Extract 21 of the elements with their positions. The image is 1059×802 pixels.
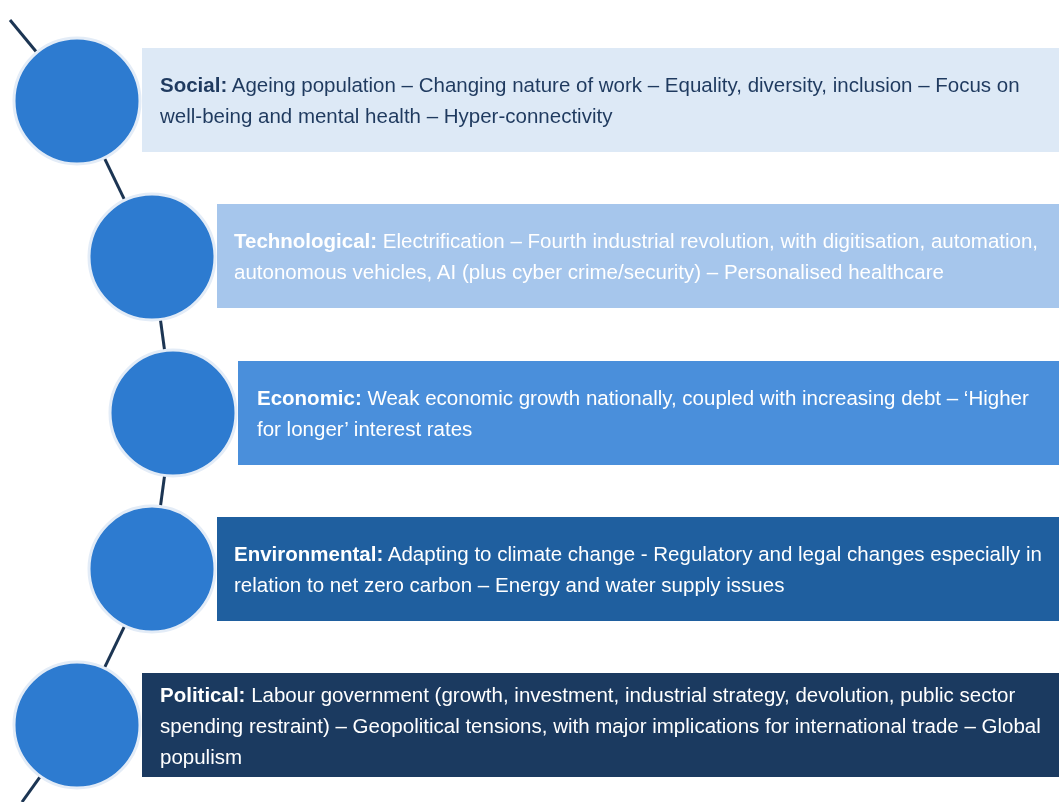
trend-description: Social: Ageing population – Changing nature of work – Equality, diversity, inclusion – Focus on well-being and mental health – Hyper-connectivity (160, 72, 1021, 129)
text-band (217, 517, 1059, 621)
text-band (142, 48, 1059, 152)
connector-line (102, 157, 127, 201)
connector-line (158, 319, 167, 351)
text-band (217, 204, 1059, 308)
connector-line (102, 625, 127, 669)
connector-line (8, 19, 38, 54)
trend-description: Technological: Electrification – Fourth industrial revolution, with digitisation, automation, autonomous vehicles, AI (plus cyber crime/security) – Personalised healthcare (234, 228, 1040, 285)
trend-description: Political: Labour government (growth, investment, industrial strategy, devolution, public sector spending restraint) – Geopolitical tensions, with major implications for international trade – Global populism (160, 681, 1042, 770)
text-band (238, 361, 1059, 465)
trend-description: Economic: Weak economic growth nationally, coupled with increasing debt – ‘Higher for longer’ interest rates (257, 385, 1030, 442)
circle-marker (108, 348, 238, 478)
circle-marker (12, 36, 142, 166)
circle-marker (12, 660, 142, 790)
text-band (142, 673, 1059, 777)
connector-line (158, 475, 167, 507)
circle-marker (87, 504, 217, 634)
circle-marker (87, 192, 217, 322)
trend-description: Environmental: Adapting to climate change - Regulatory and legal changes especially in relation to net zero carbon – Energy and water supply issues (234, 541, 1043, 598)
connector-line (20, 775, 42, 802)
